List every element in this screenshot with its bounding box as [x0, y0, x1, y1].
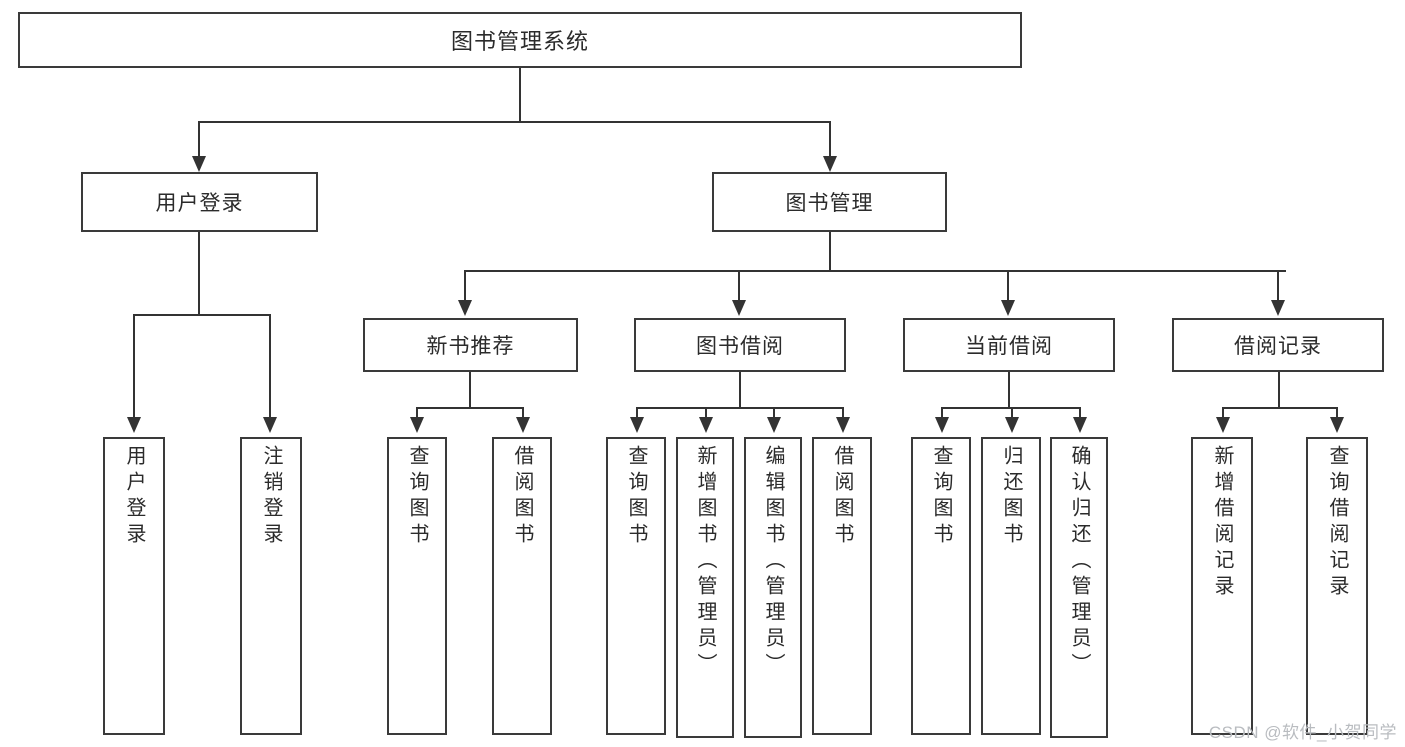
edge-drop-bb-leaf-4 [842, 407, 844, 420]
edge-book-management-stem [829, 232, 831, 271]
edge-drop-leaf-user-login [133, 314, 135, 420]
leaf-nb-query-book[interactable]: 查询图书 [387, 437, 447, 735]
leaf-label: 编辑图书（管理员） [762, 445, 784, 679]
edge-drop-br-leaf-2 [1336, 407, 1338, 420]
node-label: 新书推荐 [426, 335, 515, 358]
node-label: 借阅记录 [1234, 335, 1322, 358]
edge-drop-leaf-logout [269, 314, 271, 420]
leaf-label: 借阅图书 [831, 445, 853, 549]
leaf-label: 归还图书 [1000, 445, 1022, 549]
edge-borrow-record-stem [1278, 372, 1280, 408]
arrowhead-book-management [823, 156, 837, 172]
edge-drop-nb-leaf-2 [522, 407, 524, 420]
arrowhead-user-login [192, 156, 206, 172]
edge-drop-book-management [829, 121, 831, 159]
edge-drop-bb-leaf-3 [773, 407, 775, 420]
node-label: 图书管理 [785, 192, 874, 215]
node-label: 当前借阅 [965, 335, 1053, 358]
leaf-label: 新增图书（管理员） [694, 445, 716, 679]
arrowhead-cb-leaf-3 [1073, 417, 1087, 433]
node-new-book-recommend[interactable]: 新书推荐 [363, 318, 578, 372]
edge-current-borrow-stem [1008, 372, 1010, 408]
node-label: 图书借阅 [696, 335, 784, 358]
arrowhead-borrow-record [1271, 300, 1285, 316]
edge-new-book-stem [469, 372, 471, 408]
arrowhead-br-leaf-2 [1330, 417, 1344, 433]
edge-drop-borrow-record [1277, 270, 1279, 303]
edge-new-book-bus [416, 407, 524, 409]
edge-drop-new-book [464, 270, 466, 303]
edge-drop-current-borrow [1007, 270, 1009, 303]
arrowhead-bb-leaf-3 [767, 417, 781, 433]
node-user-login[interactable]: 用户登录 [81, 172, 318, 232]
node-current-borrow[interactable]: 当前借阅 [903, 318, 1115, 372]
leaf-logout[interactable]: 注销登录 [240, 437, 302, 735]
leaf-label: 借阅图书 [511, 445, 533, 549]
edge-level3-bus [464, 270, 1286, 272]
node-root-book-management-system[interactable]: 图书管理系统 [18, 12, 1022, 68]
node-borrow-record[interactable]: 借阅记录 [1172, 318, 1384, 372]
leaf-bb-add-book-admin[interactable]: 新增图书（管理员） [676, 437, 734, 738]
edge-drop-cb-leaf-3 [1079, 407, 1081, 420]
arrowhead-leaf-logout [263, 417, 277, 433]
leaf-label: 注销登录 [260, 445, 282, 549]
edge-drop-bb-leaf-1 [636, 407, 638, 420]
leaf-label: 新增借阅记录 [1211, 445, 1233, 601]
node-label: 图书管理系统 [450, 29, 589, 54]
leaf-user-login[interactable]: 用户登录 [103, 437, 165, 735]
node-book-management[interactable]: 图书管理 [712, 172, 947, 232]
arrowhead-new-book [458, 300, 472, 316]
leaf-bb-query-book[interactable]: 查询图书 [606, 437, 666, 735]
leaf-label: 确认归还（管理员） [1068, 445, 1090, 679]
leaf-cb-query-book[interactable]: 查询图书 [911, 437, 971, 735]
leaf-br-query-record[interactable]: 查询借阅记录 [1306, 437, 1368, 735]
leaf-bb-borrow-book[interactable]: 借阅图书 [812, 437, 872, 735]
leaf-label: 查询图书 [406, 445, 428, 549]
leaf-br-add-record[interactable]: 新增借阅记录 [1191, 437, 1253, 735]
arrowhead-nb-leaf-2 [516, 417, 530, 433]
edge-drop-bb-leaf-2 [705, 407, 707, 420]
leaf-cb-return-book[interactable]: 归还图书 [981, 437, 1041, 735]
arrowhead-bb-leaf-1 [630, 417, 644, 433]
arrowhead-cb-leaf-2 [1005, 417, 1019, 433]
arrowhead-book-borrow [732, 300, 746, 316]
arrowhead-current-borrow [1001, 300, 1015, 316]
edge-drop-nb-leaf-1 [416, 407, 418, 420]
edge-drop-cb-leaf-1 [941, 407, 943, 420]
leaf-nb-borrow-book[interactable]: 借阅图书 [492, 437, 552, 735]
arrowhead-cb-leaf-1 [935, 417, 949, 433]
edge-drop-br-leaf-1 [1222, 407, 1224, 420]
arrowhead-nb-leaf-1 [410, 417, 424, 433]
arrowhead-br-leaf-1 [1216, 417, 1230, 433]
node-book-borrow[interactable]: 图书借阅 [634, 318, 846, 372]
csdn-watermark: CSDN @软件_小贺同学 [1208, 723, 1397, 742]
edge-root-stem [519, 68, 521, 122]
leaf-label: 查询图书 [625, 445, 647, 549]
edge-drop-book-borrow [738, 270, 740, 303]
leaf-bb-edit-book-admin[interactable]: 编辑图书（管理员） [744, 437, 802, 738]
edge-book-borrow-stem [739, 372, 741, 408]
leaf-label: 查询借阅记录 [1326, 445, 1348, 601]
arrowhead-bb-leaf-4 [836, 417, 850, 433]
edge-top-bus [198, 121, 830, 123]
edge-drop-cb-leaf-2 [1011, 407, 1013, 420]
edge-user-login-bus [133, 314, 269, 316]
edge-borrow-record-bus [1222, 407, 1336, 409]
edge-user-login-stem [198, 232, 200, 315]
leaf-label: 用户登录 [123, 445, 145, 549]
arrowhead-bb-leaf-2 [699, 417, 713, 433]
arrowhead-leaf-user-login [127, 417, 141, 433]
leaf-label: 查询图书 [930, 445, 952, 549]
leaf-cb-confirm-return-admin[interactable]: 确认归还（管理员） [1050, 437, 1108, 738]
edge-drop-user-login [198, 121, 200, 159]
edge-book-borrow-bus [636, 407, 844, 409]
node-label: 用户登录 [155, 192, 244, 215]
